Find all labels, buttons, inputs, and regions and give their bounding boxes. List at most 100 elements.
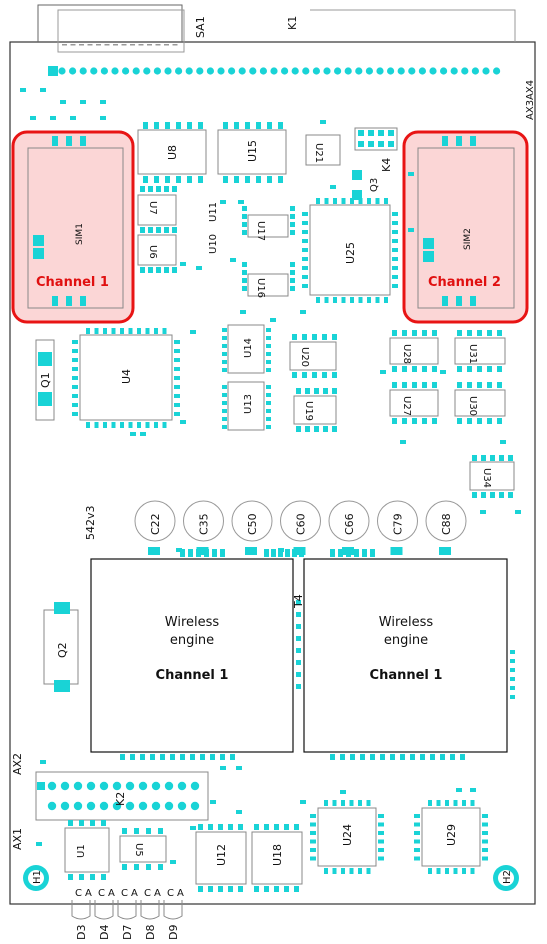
u8-body xyxy=(137,129,207,175)
u12-pad xyxy=(208,824,213,830)
u29-pad xyxy=(414,839,420,844)
passive-pad xyxy=(480,510,486,514)
u16-pad xyxy=(242,286,247,291)
u17-pad xyxy=(242,214,247,219)
u14-pad xyxy=(222,360,227,364)
u7-pad xyxy=(164,227,169,233)
k1-connector-outline xyxy=(310,9,516,42)
k2-pin xyxy=(112,781,122,791)
sa1-pin xyxy=(155,44,161,46)
passive-pad xyxy=(30,116,36,120)
u29-pad xyxy=(470,868,475,874)
u25-pad xyxy=(384,297,388,303)
sim1-contact-pad xyxy=(52,136,58,146)
we2-bottom-pad xyxy=(390,754,395,760)
k4-pin xyxy=(388,130,394,136)
sim1-contact-pad xyxy=(80,136,86,146)
u7-pad xyxy=(156,227,161,233)
top-pin xyxy=(302,67,310,75)
passive-pad xyxy=(408,172,414,176)
t4-pad xyxy=(296,636,301,641)
u13-pad xyxy=(222,417,227,421)
u13-pad xyxy=(222,401,227,405)
sa1-pin xyxy=(121,44,127,46)
u20-pad xyxy=(322,372,327,378)
u19-pad xyxy=(305,388,310,394)
top-pin xyxy=(69,67,77,75)
sa1-pin xyxy=(79,44,84,46)
wireless-engine-2-line1: Wireless xyxy=(379,615,434,630)
u6-pad xyxy=(156,267,161,273)
u14-pad xyxy=(222,336,227,340)
u25-pad xyxy=(392,221,398,225)
top-pin xyxy=(312,67,320,75)
u18-pad xyxy=(254,886,259,892)
led-d9-label: D9 xyxy=(167,925,180,940)
u13-pad xyxy=(266,401,271,405)
ax2-label: AX2 xyxy=(11,753,24,775)
u5-pad xyxy=(134,828,139,834)
u13-pad xyxy=(222,393,227,397)
u19-pad xyxy=(323,426,328,432)
led-outline xyxy=(94,900,114,920)
u19-pad xyxy=(323,388,328,394)
top-pin xyxy=(249,67,257,75)
passive-pad xyxy=(230,258,236,262)
u4-pad xyxy=(162,328,167,334)
we2-connector-pad xyxy=(370,549,375,557)
we2-connector-pad xyxy=(338,549,343,557)
wireless-engine-2-line2: engine xyxy=(384,633,428,648)
u4-pad xyxy=(174,340,180,344)
right-edge-pad xyxy=(510,686,515,690)
u8-pad xyxy=(143,176,148,183)
u24-pad xyxy=(341,868,345,874)
u17-body xyxy=(247,214,289,238)
top-pin-square xyxy=(48,66,58,76)
top-pin xyxy=(471,67,479,75)
u18-pad xyxy=(284,886,289,892)
k2-pin xyxy=(138,801,148,811)
right-edge-pad xyxy=(510,659,515,663)
u1-pad xyxy=(90,874,95,880)
passive-pad xyxy=(140,432,146,436)
t4-pad xyxy=(296,684,301,689)
u34-pad xyxy=(499,455,504,461)
sim2-contact-pad xyxy=(456,296,462,306)
wireless-engine-2-channel: Channel 1 xyxy=(370,668,443,683)
u29-body xyxy=(421,807,481,867)
u4-pad xyxy=(94,422,99,428)
we1-bottom-pad xyxy=(210,754,215,760)
led-pin-6: C xyxy=(144,888,151,899)
u4-pad xyxy=(72,367,78,371)
u20-pad xyxy=(292,372,297,378)
sa1-pin xyxy=(70,44,76,46)
sa1-label: SA1 xyxy=(194,16,207,38)
passive-pad xyxy=(190,826,196,830)
u31-label: U31 xyxy=(467,344,478,364)
u29-pad xyxy=(445,868,449,874)
we1-bottom-pad xyxy=(170,754,175,760)
we1-connector-pad xyxy=(212,549,217,557)
k2-pin xyxy=(60,781,70,791)
passive-pad xyxy=(80,100,86,104)
u24-pad xyxy=(324,800,328,806)
we-center-pad xyxy=(278,549,283,557)
u4-pad xyxy=(145,422,150,428)
u15-pad xyxy=(245,176,250,183)
we2-connector-pad xyxy=(362,549,367,557)
u12-pad xyxy=(198,886,203,892)
u29-label: U29 xyxy=(445,824,458,846)
u19-pad xyxy=(305,426,310,432)
u34-pad xyxy=(472,492,477,498)
passive-pad xyxy=(100,116,106,120)
u13-pad xyxy=(266,409,271,413)
u1-pad xyxy=(79,874,84,880)
u20-body xyxy=(289,341,337,371)
u29-pad xyxy=(453,868,458,874)
u25-pad xyxy=(392,239,398,243)
passive-pad xyxy=(300,310,306,314)
sa1-pin xyxy=(172,44,178,46)
top-pin-row xyxy=(48,66,501,76)
u24-pad xyxy=(324,868,328,874)
we-center-pad xyxy=(285,549,290,557)
